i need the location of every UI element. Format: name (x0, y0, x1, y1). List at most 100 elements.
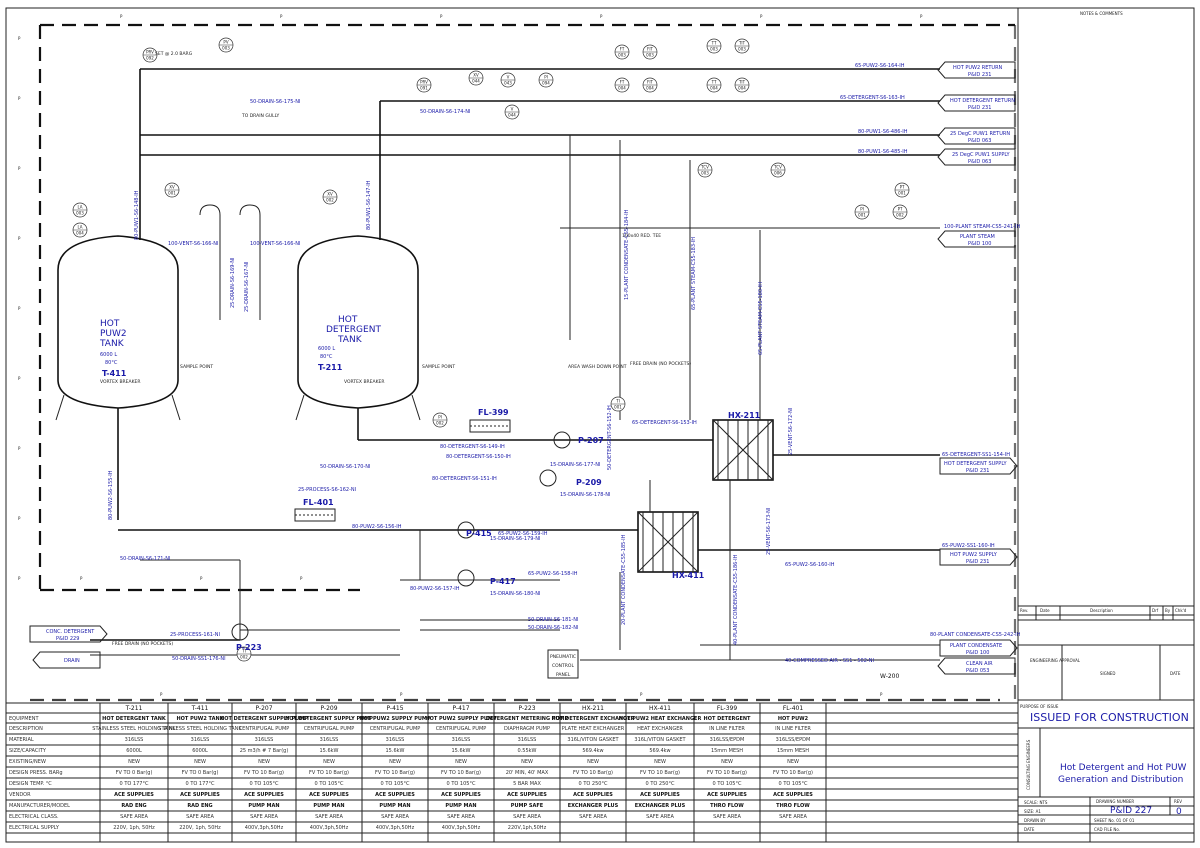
rev-h-3: Drf (1152, 608, 1159, 613)
table-header: P-417 (452, 705, 469, 712)
line-label: 65-DETERGENT-SS1-154-IH (942, 452, 1010, 458)
rev-h-4: By (1165, 608, 1171, 613)
table-cell: EXCHANGER PLUS (568, 803, 619, 809)
svg-text:P: P (18, 516, 21, 521)
drawn-by: DRAWN BY (1024, 818, 1046, 823)
table-cell: CENTRIFUGAL PUMP (239, 726, 290, 732)
table-row-label: ELECTRICAL CLASS. (9, 814, 59, 820)
table-header: T-411 (191, 705, 209, 712)
line-label: 15-DRAIN-S6-177-NI (550, 462, 600, 468)
svg-text:PT: PT (900, 185, 905, 190)
table-row-label: DESIGN TEMP. °C (9, 781, 52, 787)
line-label: 65-PUW2-S6-158-IH (528, 571, 578, 577)
purpose-label: PURPOSE OF ISSUE (1020, 704, 1059, 709)
offpage-2-sub: P&ID 063 (968, 138, 991, 144)
svg-text:LA: LA (77, 205, 82, 210)
p415-label: P-415 (466, 529, 492, 538)
table-cell: 569.4kw (649, 748, 670, 754)
to-drain: TO DRAIN GULLY (241, 113, 280, 119)
title-line2: Generation and Distribution (1058, 775, 1183, 785)
line-label: 65-PLANT STEAM-CS5-180-IH (758, 282, 764, 355)
heat-exchanger-hx411 (637, 511, 699, 573)
offpage-1-sub: P&ID 231 (968, 105, 991, 111)
pneumatic-2: CONTROL (552, 663, 574, 669)
table-row-label: DESCRIPTION (9, 726, 43, 732)
table-cell: FV TO 10 Bar(g) (309, 770, 349, 776)
table-cell: PLATE HEAT EXCHANGER (562, 726, 625, 732)
offpage-4: PLANT STEAM (960, 234, 995, 240)
table-cell: FV TO 10 Bar(g) (375, 770, 415, 776)
sample-point-2: SAMPLE POINT (422, 364, 455, 370)
table-cell: ACE SUPPLIES (573, 792, 613, 798)
tank2-line2: DETERGENT (326, 325, 381, 335)
table-cell: HOT PUW2 (778, 716, 809, 722)
line-label: 50-DETERGENT-S6-152-IH (607, 405, 613, 470)
svg-text:PI: PI (544, 75, 548, 80)
table-row-label: VENDOR (9, 792, 31, 798)
set-bar: SET @ 2.0 BARG (155, 51, 193, 57)
table-cell: HEAT EXCHANGER (637, 726, 683, 732)
svg-text:P: P (80, 576, 83, 581)
table-cell: NEW (258, 759, 270, 765)
red-tee: 100x40 RED. TEE (622, 233, 661, 239)
svg-text:003: 003 (76, 211, 84, 216)
svg-text:P: P (18, 306, 21, 311)
table-cell: EXCHANGER PLUS (635, 803, 686, 809)
offpage-1: HOT DETERGENT RETURN (950, 98, 1015, 104)
scale: SCALE: NTS (1024, 800, 1048, 805)
svg-text:PI: PI (438, 415, 442, 420)
table-cell: ACE SUPPLIES (180, 792, 220, 798)
table-cell: DETERGENT METERING PUMP (486, 716, 569, 722)
svg-text:PV: PV (223, 40, 228, 45)
table-cell: 0 TO 105°C (713, 781, 742, 787)
tank-t411-shell (57, 235, 179, 409)
pump-p207 (553, 431, 571, 449)
table-cell: 316LSS (125, 737, 144, 743)
table-cell: ACE SUPPLIES (114, 792, 154, 798)
p209-label: P-209 (576, 478, 602, 487)
line-label: 15-PLANT CONDENSATE-CS5-184-IH (624, 209, 630, 300)
tank1-line3: TANK (99, 339, 125, 349)
rev-label: REV (1174, 799, 1182, 804)
table-row-label: SIZE/CAPACITY (9, 748, 47, 754)
table-cell: 5 BAR MAX (513, 781, 541, 787)
svg-text:003: 003 (710, 47, 718, 52)
svg-text:001: 001 (614, 405, 622, 410)
line-label: 100-VENT-S6-166-NI (168, 241, 219, 247)
table-cell: 400V,3ph,50Hz (245, 825, 284, 831)
table-cell: THRO FLOW (710, 803, 744, 809)
table-cell: 316LSS (452, 737, 471, 743)
vortex-breaker-1: VORTEX BREAKER (100, 379, 141, 385)
table-cell: HOT DETERGENT (704, 716, 752, 722)
table-cell: 220V, 1ph, 50Hz (179, 825, 221, 831)
table-cell: HOT PUW2 SUPPLY PUMP (359, 716, 431, 722)
line-label: 80-DETERGENT-S6-150-IH (446, 454, 511, 460)
table-header: FL-401 (783, 705, 803, 712)
svg-text:PI: PI (860, 207, 864, 212)
svg-text:006: 006 (774, 171, 782, 176)
table-cell: SAFE AREA (579, 814, 607, 820)
p417-label: P-417 (490, 577, 516, 586)
table-cell: PUMP MAN (445, 803, 476, 809)
svg-text:044: 044 (472, 79, 480, 84)
line-label: 65-PUW2-S6-160-IH (785, 562, 835, 568)
table-cell: NEW (389, 759, 401, 765)
table-cell: FV TO 0 Bar(g) (116, 770, 153, 776)
line-label: 80-PLANT CONDENSATE-CS5-242-IH (930, 632, 1021, 638)
line-label: 20-PLANT CONDENSATE-CS5-185-IH (621, 534, 627, 625)
svg-text:002: 002 (436, 421, 444, 426)
tank2-line1: HOT (338, 315, 358, 325)
svg-text:TCV: TCV (773, 165, 782, 170)
table-cell: 0 TO 177°C (186, 781, 215, 787)
free-drain: FREE DRAIN (NO POCKETS) (630, 361, 691, 367)
table-cell: ACE SUPPLIES (640, 792, 680, 798)
line-label: 50-DRAIN-S6-175-NI (250, 99, 300, 105)
date2: DATE (1170, 671, 1181, 676)
table-row-label: EQUIPMENT (9, 716, 39, 722)
line-label: 25-VENT-S6-172-NI (788, 408, 794, 455)
